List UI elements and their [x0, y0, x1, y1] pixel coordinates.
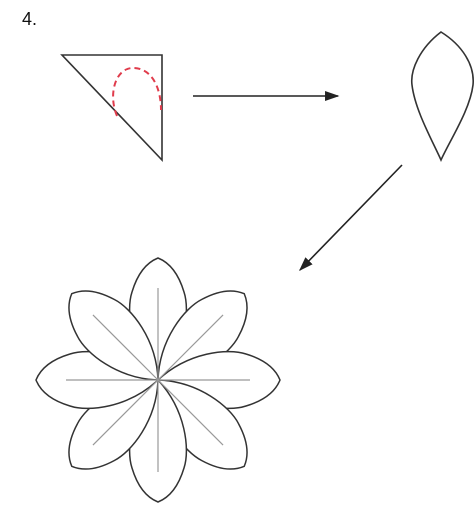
- folded-triangle: [60, 54, 163, 162]
- step-number: 4.: [22, 9, 38, 29]
- petal-shape: [410, 31, 474, 162]
- eight-petal-flower: [35, 257, 281, 503]
- crease-line: [157, 379, 224, 446]
- down-left-arrow-icon: [298, 164, 403, 272]
- cut-guide-line: [112, 66, 162, 117]
- triangle-outline: [60, 54, 163, 162]
- crease-line: [157, 314, 224, 381]
- crease-line: [92, 314, 159, 381]
- crease-line: [92, 379, 159, 446]
